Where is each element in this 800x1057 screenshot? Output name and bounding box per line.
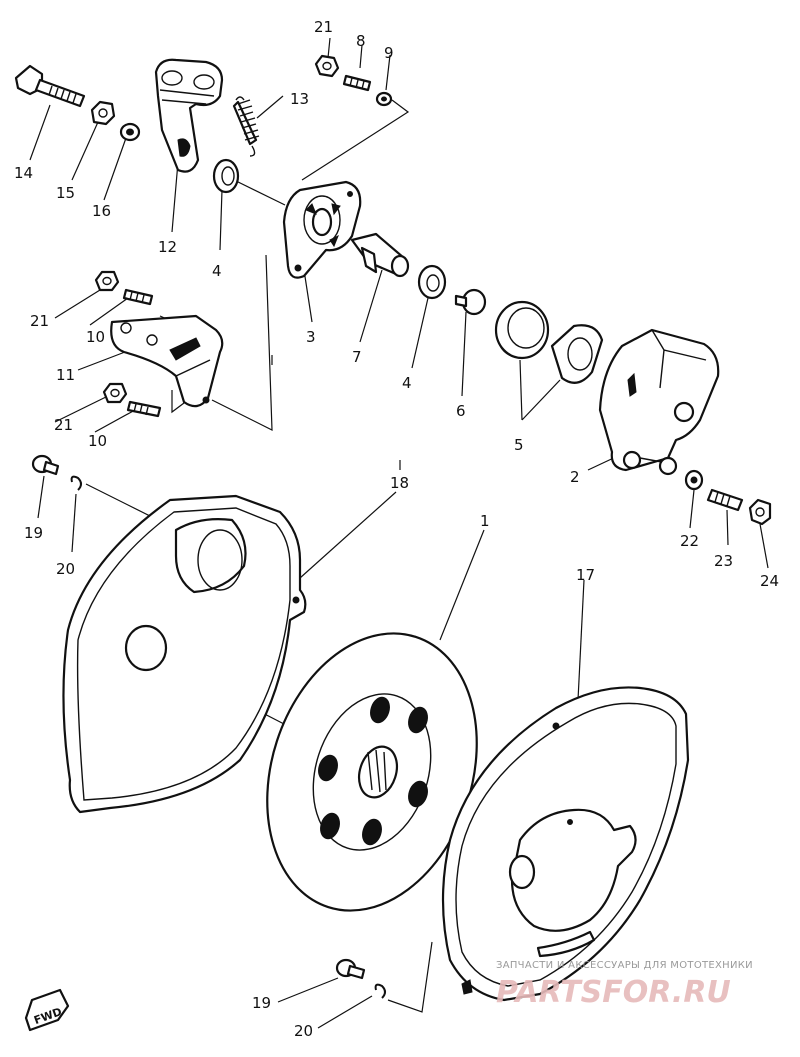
part-4-seal-upper xyxy=(212,158,240,194)
callout-21-mid: 21 xyxy=(30,312,49,330)
watermark-caption: ЗАПЧАСТИ И АКСЕССУАРЫ ДЛЯ МОТОТЕХНИКИ xyxy=(496,960,753,971)
part-20-clip-upper xyxy=(70,475,82,491)
callout-12: 12 xyxy=(158,238,177,256)
part-10-bolt-upper xyxy=(122,288,154,306)
callout-19-lower: 19 xyxy=(252,994,271,1012)
part-11-plate xyxy=(110,314,224,408)
part-4-seal-lower xyxy=(417,264,447,300)
part-19-bolt-lower xyxy=(335,958,366,980)
part-5-pad-a xyxy=(494,300,550,360)
part-7-cam-shaft xyxy=(350,232,410,278)
part-14-bolt xyxy=(14,64,86,108)
callout-10-upper: 10 xyxy=(86,328,105,346)
callout-10-lower: 10 xyxy=(88,432,107,450)
callout-19-upper: 19 xyxy=(24,524,43,542)
callout-21-lower: 21 xyxy=(54,416,73,434)
part-6-pin xyxy=(454,288,487,316)
callout-11: 11 xyxy=(56,366,75,384)
callout-20-upper: 20 xyxy=(56,560,75,578)
callout-22: 22 xyxy=(680,532,699,550)
callout-18: 18 xyxy=(390,474,409,492)
part-1-disc xyxy=(266,632,478,912)
part-15-nut xyxy=(90,100,116,126)
callout-2: 2 xyxy=(570,468,580,486)
callout-20-lower: 20 xyxy=(294,1022,313,1040)
fwd-arrow-marker: FWD xyxy=(24,988,70,1032)
callout-4-upper: 4 xyxy=(212,262,222,280)
watermark-brand: PARTSFOR.RU xyxy=(496,975,731,1010)
watermark: ЗАПЧАСТИ И АКСЕССУАРЫ ДЛЯ МОТОТЕХНИКИ PA… xyxy=(496,960,753,1010)
callout-5: 5 xyxy=(514,436,524,454)
part-24-nut xyxy=(748,498,772,526)
part-21-nut-left-upper xyxy=(94,270,120,292)
part-18-shield xyxy=(62,494,307,814)
part-21-nut-left-lower xyxy=(102,382,128,404)
callout-16: 16 xyxy=(92,202,111,220)
part-16-washer xyxy=(119,122,141,142)
callout-21-top: 21 xyxy=(314,18,333,36)
part-17-cover xyxy=(441,686,690,1002)
part-5-pad-b xyxy=(550,324,604,384)
part-2-caliper xyxy=(598,328,720,476)
part-10-bolt-lower xyxy=(126,400,162,418)
callout-3: 3 xyxy=(306,328,316,346)
callout-7: 7 xyxy=(352,348,362,366)
part-22-washer xyxy=(684,469,704,491)
callout-4-lower: 4 xyxy=(402,374,412,392)
part-12-lever xyxy=(154,58,224,173)
part-23-bolt xyxy=(706,488,744,512)
callout-23: 23 xyxy=(714,552,733,570)
callout-1: 1 xyxy=(480,512,490,530)
part-19-bolt-upper xyxy=(31,454,60,476)
part-20-clip-lower xyxy=(374,983,386,999)
part-3-bracket xyxy=(282,180,362,279)
callout-13: 13 xyxy=(290,90,309,108)
part-13-spring xyxy=(232,96,260,157)
callout-14: 14 xyxy=(14,164,33,182)
part-21-nut-top xyxy=(314,54,340,78)
callout-24: 24 xyxy=(760,572,779,590)
callout-8: 8 xyxy=(356,32,366,50)
callout-numbers: 14 15 16 12 13 21 8 9 4 3 7 4 6 5 2 22 2… xyxy=(14,18,779,1040)
callout-9: 9 xyxy=(384,44,394,62)
callout-17: 17 xyxy=(576,566,595,584)
part-8-stud xyxy=(342,74,372,92)
callout-6: 6 xyxy=(456,402,466,420)
part-9-washer xyxy=(375,91,393,107)
callout-15: 15 xyxy=(56,184,75,202)
